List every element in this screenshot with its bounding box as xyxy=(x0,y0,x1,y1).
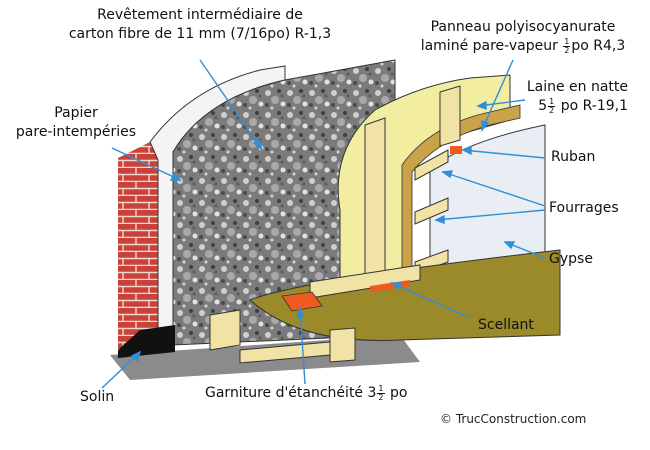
label-papier-line1: Papier xyxy=(54,105,98,121)
arrowhead xyxy=(476,100,487,111)
copyright-notice: © TrucConstruction.com xyxy=(440,412,587,426)
arrowhead xyxy=(461,145,472,156)
label-gypse: Gypse xyxy=(549,251,593,267)
label-panneau-line2-suffix: po R4,3 xyxy=(571,38,626,54)
leader-ruban xyxy=(462,149,546,159)
leader-fourrages-2 xyxy=(435,209,546,221)
label-revetement-line1: Revêtement intermédiaire de xyxy=(97,7,303,23)
label-fourrages: Fourrages xyxy=(549,200,619,216)
floor-joist xyxy=(329,327,356,363)
gasket xyxy=(281,291,323,312)
leader-revetement xyxy=(199,59,263,151)
fraction-denominator: 2 xyxy=(549,105,555,115)
polyiso-panel xyxy=(401,104,521,283)
arrowhead xyxy=(252,138,264,153)
arrowhead xyxy=(296,305,304,318)
leader-garniture xyxy=(299,307,306,385)
arrowhead xyxy=(503,241,516,250)
label-papier-line2: pare-intempéries xyxy=(15,124,137,140)
fraction-denominator: 2 xyxy=(564,45,570,55)
label-scellant: Scellant xyxy=(478,317,534,333)
arrowhead xyxy=(434,214,445,225)
label-papier: Papier pare-intempéries xyxy=(6,104,146,142)
flashing xyxy=(118,325,175,358)
tape xyxy=(450,146,462,154)
floor-joist xyxy=(209,309,241,351)
leader-panneau xyxy=(481,59,514,131)
label-panneau-line1: Panneau polyisocyanurate xyxy=(430,19,616,35)
furring-strip-2 xyxy=(414,197,449,225)
arrowhead xyxy=(130,350,142,363)
label-garniture-suffix: po xyxy=(385,385,408,401)
leader-papier xyxy=(111,147,181,181)
label-panneau-line2-text: laminé pare-vapeur xyxy=(420,38,563,54)
label-laine-whole: 5 xyxy=(538,98,548,114)
arrowhead xyxy=(390,282,403,291)
label-panneau: Panneau polyisocyanurate laminé pare-vap… xyxy=(418,18,628,56)
label-garniture-text: Garniture d'étanchéité 3 xyxy=(205,385,377,401)
label-laine-line1: Laine en natte xyxy=(526,79,628,95)
fraction-numerator: 1 xyxy=(563,36,571,47)
label-solin: Solin xyxy=(80,389,115,405)
arrowhead xyxy=(169,172,182,181)
label-revetement-line2: carton fibre de 11 mm (7/16po) R-1,3 xyxy=(68,26,332,42)
fraction-numerator: 1 xyxy=(377,383,385,394)
label-laine-suffix: po R-19,1 xyxy=(556,98,628,114)
label-revetement: Revêtement intermédiaire de carton fibre… xyxy=(50,6,350,44)
arrowhead xyxy=(441,170,454,179)
stud-right xyxy=(439,85,461,147)
fraction-denominator: 2 xyxy=(378,392,384,402)
furring-strip-1 xyxy=(414,149,449,181)
floor-deck xyxy=(249,249,561,341)
label-ruban: Ruban xyxy=(551,149,596,165)
leader-fourrages-1 xyxy=(442,171,546,207)
leader-scellant xyxy=(391,282,471,319)
arrowhead xyxy=(481,120,490,132)
floor-joist xyxy=(239,341,331,364)
leader-lines xyxy=(101,59,546,389)
fraction-numerator: 1 xyxy=(548,96,556,107)
